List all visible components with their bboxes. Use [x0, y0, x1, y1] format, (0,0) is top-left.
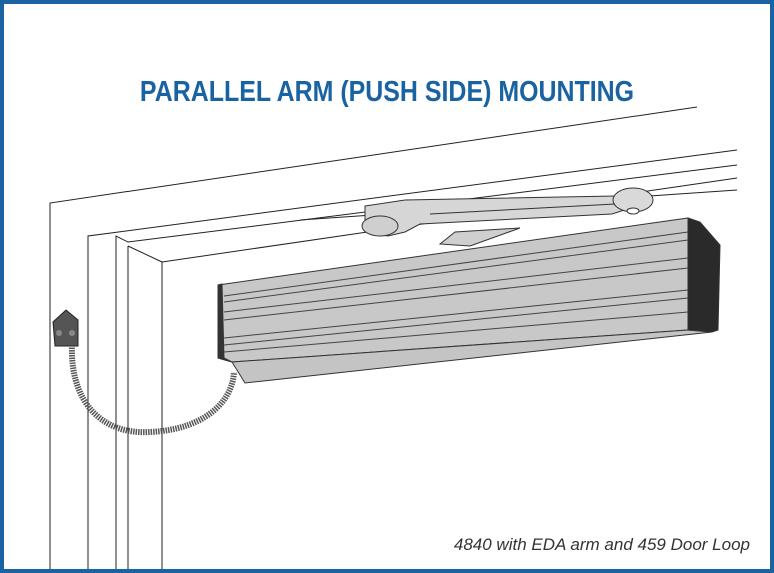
page-title: PARALLEL ARM (PUSH SIDE) MOUNTING	[139, 76, 635, 108]
door-loop-bracket	[52, 309, 79, 347]
door-loop	[52, 309, 237, 436]
closer-arm	[361, 187, 654, 237]
closer-body	[217, 217, 721, 384]
figure-caption: 4840 with EDA arm and 459 Door Loop	[453, 535, 750, 554]
